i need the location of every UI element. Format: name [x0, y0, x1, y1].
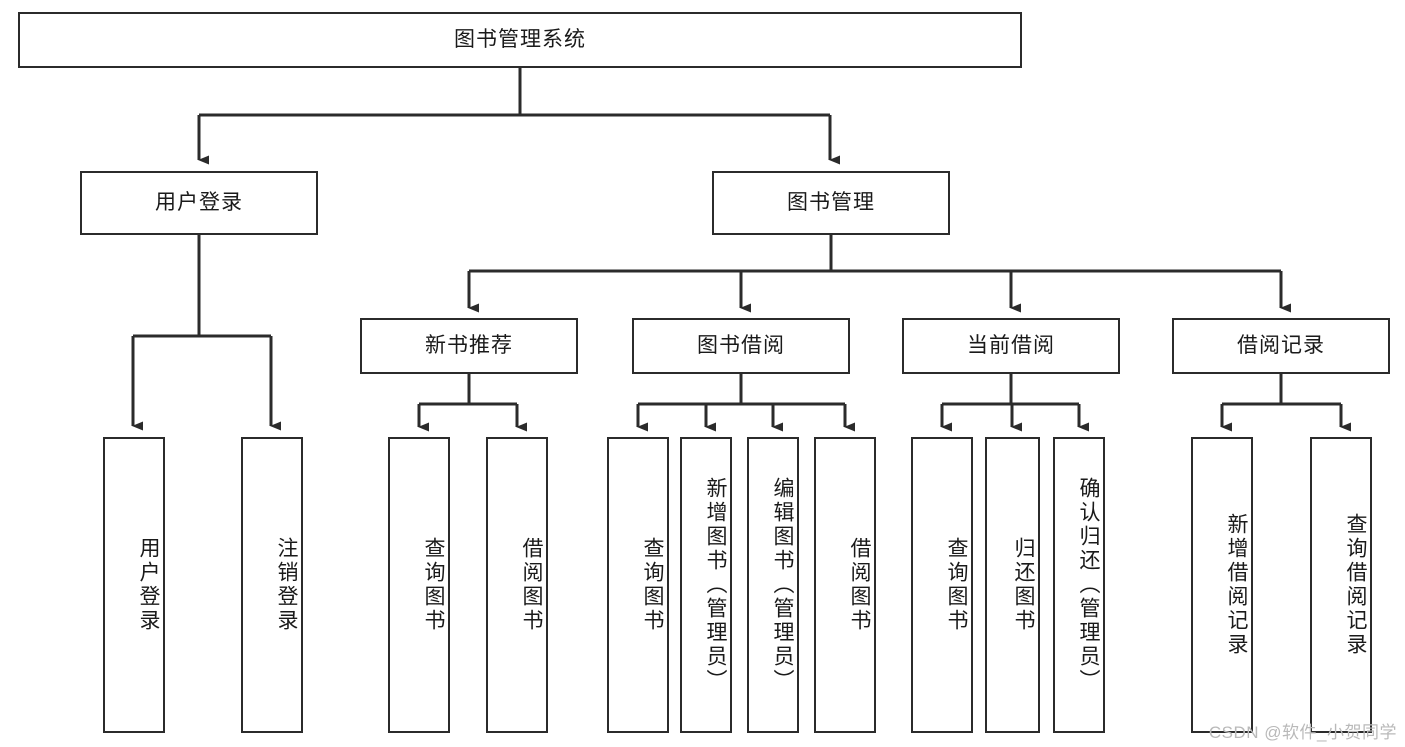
node-book-manage[interactable]: 图书管理: [712, 171, 950, 235]
node-label: 新增图书（管理员）: [704, 477, 727, 693]
node-borrow-record[interactable]: 借阅记录: [1172, 318, 1390, 374]
node-label: 确认归还（管理员）: [1077, 477, 1100, 693]
node-label: 新书推荐: [425, 334, 513, 358]
node-user-login[interactable]: 用户登录: [80, 171, 318, 235]
node-label: 查询图书: [422, 537, 445, 633]
node-leaf-user-login[interactable]: 用户登录: [103, 437, 165, 733]
node-leaf-edit-book-admin[interactable]: 编辑图书（管理员）: [747, 437, 799, 733]
node-leaf-confirm-return-admin[interactable]: 确认归还（管理员）: [1053, 437, 1105, 733]
node-root-system[interactable]: 图书管理系统: [18, 12, 1022, 68]
node-label: 查询图书: [641, 537, 664, 633]
node-label: 图书借阅: [697, 334, 785, 358]
node-leaf-user-logout[interactable]: 注销登录: [241, 437, 303, 733]
node-new-book-recommend[interactable]: 新书推荐: [360, 318, 578, 374]
node-label: 借阅图书: [520, 537, 543, 633]
node-leaf-add-book-admin[interactable]: 新增图书（管理员）: [680, 437, 732, 733]
node-label: 归还图书: [1012, 537, 1035, 633]
node-label: 当前借阅: [967, 334, 1055, 358]
node-leaf-query-book-2[interactable]: 查询图书: [607, 437, 669, 733]
node-label: 新增借阅记录: [1225, 513, 1248, 657]
node-book-borrow[interactable]: 图书借阅: [632, 318, 850, 374]
node-label: 借阅记录: [1237, 334, 1325, 358]
node-leaf-return-book[interactable]: 归还图书: [985, 437, 1040, 733]
node-leaf-query-book-1[interactable]: 查询图书: [388, 437, 450, 733]
node-label: 图书管理系统: [454, 28, 586, 52]
node-label: 编辑图书（管理员）: [771, 477, 794, 693]
node-label: 查询借阅记录: [1344, 513, 1367, 657]
node-label: 查询图书: [945, 537, 968, 633]
node-label: 用户登录: [137, 537, 160, 633]
node-leaf-add-borrow-record[interactable]: 新增借阅记录: [1191, 437, 1253, 733]
node-label: 借阅图书: [848, 537, 871, 633]
node-leaf-borrow-book-1[interactable]: 借阅图书: [486, 437, 548, 733]
node-label: 注销登录: [275, 537, 298, 633]
node-leaf-borrow-book-2[interactable]: 借阅图书: [814, 437, 876, 733]
node-leaf-query-book-3[interactable]: 查询图书: [911, 437, 973, 733]
node-label: 用户登录: [155, 191, 243, 215]
watermark-text: CSDN @软件_小贺同学: [1208, 723, 1397, 742]
node-current-borrow[interactable]: 当前借阅: [902, 318, 1120, 374]
node-label: 图书管理: [787, 191, 875, 215]
node-leaf-query-borrow-record[interactable]: 查询借阅记录: [1310, 437, 1372, 733]
